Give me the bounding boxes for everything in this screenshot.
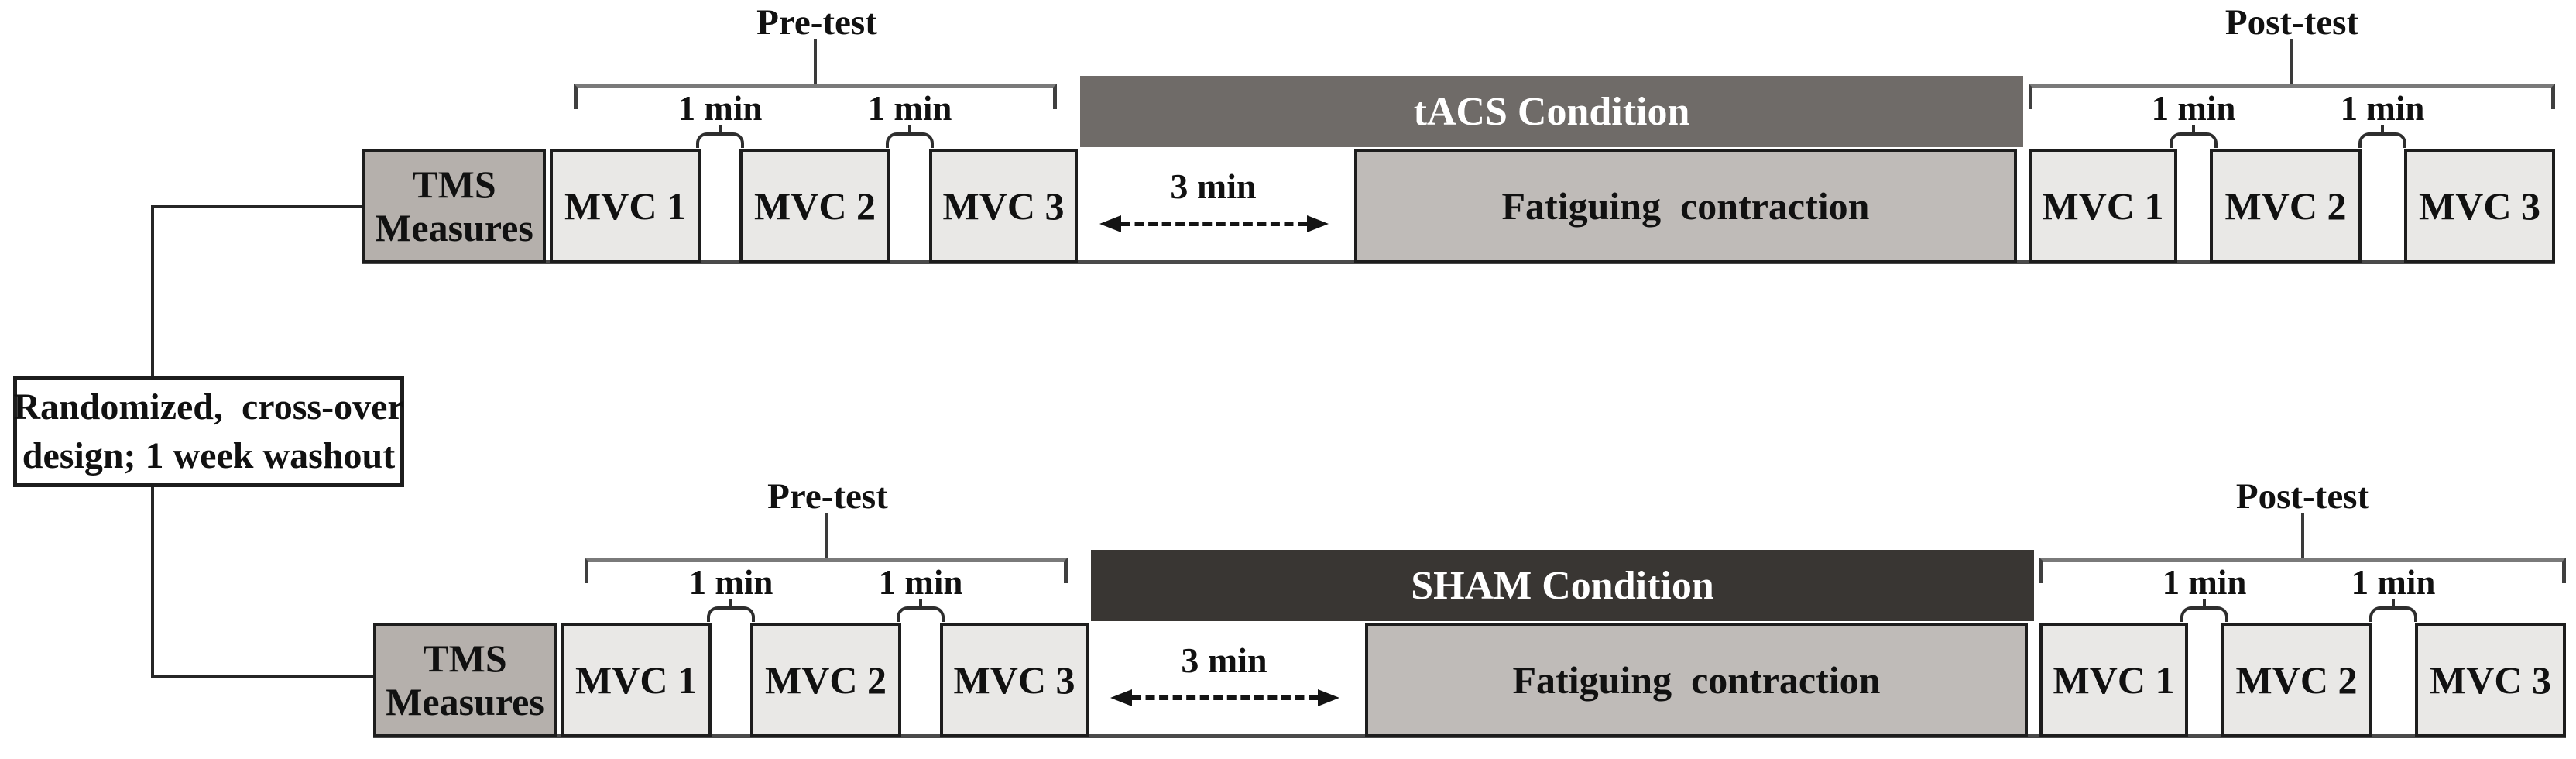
interval-1min-label: 1 min bbox=[867, 89, 952, 128]
tms-measures-box: TMS Measures bbox=[373, 623, 557, 737]
posttest-bracket bbox=[2029, 84, 2555, 109]
connector-bottom-horizontal bbox=[151, 675, 376, 678]
interval-1min-label: 1 min bbox=[2351, 563, 2436, 602]
mvc-post-1-box: MVC 1 bbox=[2039, 623, 2188, 737]
posttest-label: Post-test bbox=[2224, 2, 2359, 43]
interval-1min-label: 1 min bbox=[677, 89, 763, 128]
pretest-stem bbox=[825, 513, 828, 558]
pretest-bracket bbox=[585, 558, 1068, 583]
posttest-stem bbox=[2301, 513, 2304, 558]
interval-1min-brace bbox=[2369, 606, 2417, 622]
interval-1min-brace bbox=[2358, 132, 2406, 148]
pretest-label: Pre-test bbox=[756, 2, 877, 43]
posttest-label: Post-test bbox=[2235, 476, 2370, 517]
interval-1min-label: 1 min bbox=[2162, 563, 2247, 602]
rest-3min-arrow bbox=[1110, 689, 1339, 706]
rest-3min-arrow bbox=[1099, 215, 1329, 232]
mvc-pre-1-box: MVC 1 bbox=[550, 149, 701, 263]
mvc-pre-1-box: MVC 1 bbox=[561, 623, 712, 737]
pretest-stem bbox=[814, 39, 817, 84]
interval-1min-label: 1 min bbox=[688, 563, 773, 602]
interval-1min-brace bbox=[897, 606, 945, 622]
interval-1min-brace bbox=[707, 606, 755, 622]
pretest-label: Pre-test bbox=[767, 476, 888, 517]
pretest-bracket bbox=[574, 84, 1057, 109]
interval-1min-brace bbox=[886, 132, 934, 148]
interval-1min-brace bbox=[2170, 132, 2218, 148]
washout-line-1: Randomized, cross-over bbox=[13, 386, 404, 428]
row-sham: Pre-test 1 min 1 min SHAM Condition Post… bbox=[11, 474, 2576, 759]
tms-measures-box: TMS Measures bbox=[362, 149, 546, 263]
fatiguing-contraction-box: Fatiguing contraction bbox=[1354, 149, 2017, 263]
condition-bar-sham: SHAM Condition bbox=[1091, 550, 2034, 621]
interval-1min-brace bbox=[2180, 606, 2228, 622]
washout-line-2: design; 1 week washout bbox=[22, 434, 396, 476]
connector-top-horizontal bbox=[151, 205, 365, 208]
mvc-pre-3-box: MVC 3 bbox=[940, 623, 1089, 737]
interval-1min-label: 1 min bbox=[878, 563, 963, 602]
rest-3min-label: 3 min bbox=[1170, 167, 1257, 206]
mvc-post-3-box: MVC 3 bbox=[2415, 623, 2566, 737]
rest-3min-label: 3 min bbox=[1181, 641, 1267, 680]
connector-vertical-lower bbox=[151, 487, 154, 678]
posttest-stem bbox=[2290, 39, 2293, 84]
mvc-pre-3-box: MVC 3 bbox=[929, 149, 1078, 263]
mvc-post-2-box: MVC 2 bbox=[2210, 149, 2362, 263]
interval-1min-label: 1 min bbox=[2151, 89, 2236, 128]
mvc-pre-2-box: MVC 2 bbox=[739, 149, 890, 263]
condition-bar-tacs: tACS Condition bbox=[1080, 76, 2023, 147]
mvc-post-3-box: MVC 3 bbox=[2404, 149, 2555, 263]
mvc-post-1-box: MVC 1 bbox=[2029, 149, 2177, 263]
interval-1min-label: 1 min bbox=[2340, 89, 2425, 128]
fatiguing-contraction-box: Fatiguing contraction bbox=[1365, 623, 2028, 737]
mvc-post-2-box: MVC 2 bbox=[2221, 623, 2372, 737]
connector-vertical-upper bbox=[151, 205, 154, 376]
row-tacs: Pre-test 1 min 1 min tACS Condition Post… bbox=[0, 0, 2576, 288]
interval-1min-brace bbox=[696, 132, 744, 148]
posttest-bracket bbox=[2039, 558, 2566, 583]
mvc-pre-2-box: MVC 2 bbox=[750, 623, 901, 737]
washout-box: Randomized, cross-over design; 1 week wa… bbox=[13, 376, 404, 487]
